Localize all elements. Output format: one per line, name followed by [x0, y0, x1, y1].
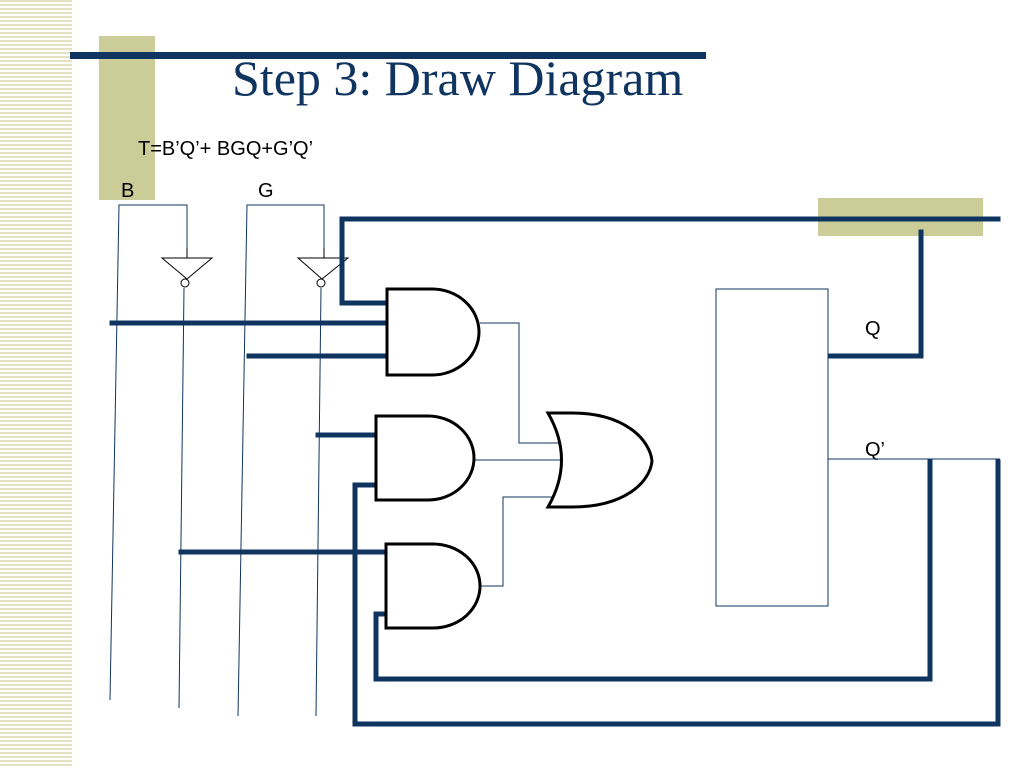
wire-and1-to-or	[480, 322, 562, 444]
wire-q-feedback	[339, 216, 1001, 306]
wire-q-output	[823, 229, 924, 359]
not-gate-g	[296, 248, 350, 288]
or-gate	[545, 411, 654, 509]
input-lines	[109, 204, 325, 717]
and-gate-3	[384, 542, 482, 630]
and-gate-1	[385, 287, 481, 377]
decorative-stripes	[0, 0, 72, 768]
flipflop-output-q: Q	[865, 318, 881, 340]
input-line-b	[109, 204, 188, 701]
not-gate-b	[160, 248, 214, 288]
wire-qbar-to-and2	[352, 459, 1001, 727]
flip-flop-box	[715, 288, 829, 607]
input-line-g-bar	[315, 287, 322, 717]
flipflop-output-qbar: Q’	[865, 439, 885, 461]
wire-and3-to-or	[480, 496, 562, 587]
input-label-g: G	[258, 180, 274, 202]
boolean-formula: T=B’Q’+ BGQ+G’Q’	[138, 138, 314, 160]
and-gate-2	[374, 414, 476, 502]
thick-wires	[109, 216, 1001, 727]
wire-qbar-to-and3	[373, 459, 933, 682]
slide-title: Step 3: Draw Diagram	[232, 50, 684, 106]
title-rule	[70, 52, 706, 59]
accent-block-left	[99, 36, 155, 200]
input-line-g	[237, 204, 325, 717]
gate-output-wires	[472, 322, 1000, 587]
input-line-b-bar	[178, 287, 185, 709]
input-label-b: B	[121, 180, 135, 202]
